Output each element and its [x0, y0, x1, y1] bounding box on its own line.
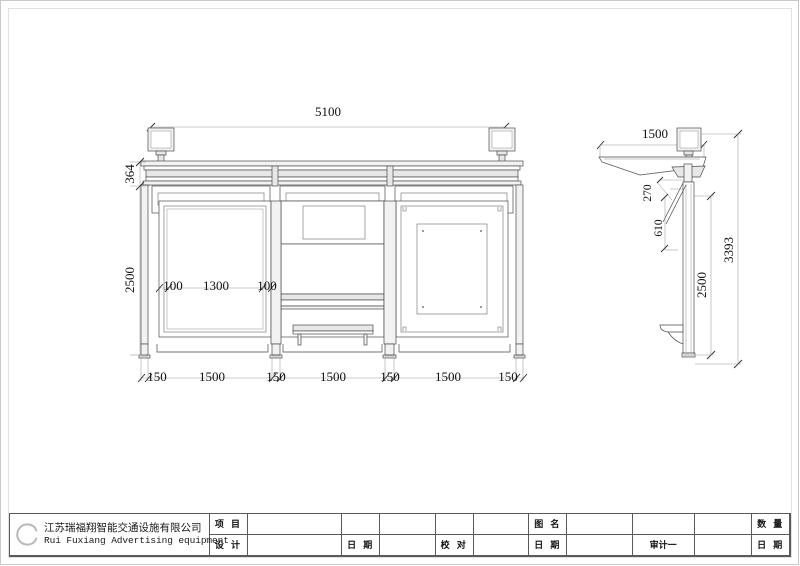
- dim-label-inner-0: 100: [163, 278, 183, 293]
- tb-blank-above-date1: [342, 514, 380, 535]
- tb-label-date3: 日 期: [757, 541, 785, 552]
- center-bay: [280, 200, 385, 346]
- dim-label-canopy-depth: 1500: [642, 126, 668, 141]
- tb-value-design[interactable]: [247, 534, 342, 555]
- bottom-dim-chain: [137, 358, 528, 383]
- dim-label-bottom-5: 1500: [435, 369, 461, 384]
- left-dim-extensions: [130, 157, 150, 356]
- fascia-separators: [271, 165, 394, 187]
- tb-col-drawing-name-value: [567, 514, 633, 555]
- company-name-cn: 江苏瑞福翔智能交通设施有限公司: [44, 522, 202, 534]
- tb-value-date1[interactable]: [380, 534, 435, 555]
- company-identity: 江苏瑞福翔智能交通设施有限公司 Rui Fuxiang Advertising …: [10, 514, 229, 555]
- dim-label-bottom-6: 150: [498, 369, 518, 384]
- tb-col-audit: 审计一: [632, 514, 695, 555]
- dim-overall-width: [146, 122, 510, 140]
- bottom-apron: [156, 344, 511, 353]
- tb-col-project-design-values: [247, 514, 343, 555]
- dim-label-bottom-0: 150: [147, 369, 167, 384]
- tb-blank-above-date1-value: [380, 514, 435, 535]
- right-bay-poster-panel: [395, 200, 509, 338]
- tb-label-date1: 日 期: [347, 541, 375, 552]
- dim-label-body-height: 2500: [122, 267, 137, 293]
- company-name-en: Rui Fuxiang Advertising equipment: [44, 535, 229, 547]
- tb-label-design: 设 计: [214, 541, 242, 552]
- dim-label-bottom-2: 150: [266, 369, 286, 384]
- tb-blank-above-check-value: [473, 514, 529, 535]
- front-elevation-geometry: [130, 122, 528, 383]
- tb-col-quantity-date: 数 量 日 期: [752, 514, 791, 555]
- ring-logo-icon: [16, 523, 38, 546]
- tb-blank-above-audit: [632, 514, 694, 535]
- dim-label-total-height: 3393: [721, 237, 736, 263]
- tb-value-audit: 审计一: [649, 541, 677, 552]
- tb-col-check: 校 对: [435, 514, 474, 555]
- tb-label-date2: 日 期: [534, 541, 562, 552]
- side-post: [681, 163, 696, 358]
- tb-label-check: 校 对: [440, 541, 468, 552]
- side-elevation-geometry: [596, 127, 743, 369]
- tb-label-drawing-name: 图 名: [529, 514, 567, 535]
- tb-col-project-design: 项 目 设 计: [210, 514, 248, 555]
- tb-col-date1-value: [380, 514, 436, 555]
- tb-col-date1: 日 期: [342, 514, 381, 555]
- legs-and-base-plates: [138, 343, 526, 359]
- leg-1: [138, 343, 151, 359]
- dimension-labels: 5100 364 2500 100 1300 100 150 1500 150 …: [122, 104, 736, 384]
- side-foot-brace: [659, 324, 684, 345]
- tb-label-project: 项 目: [210, 514, 247, 535]
- leg-3: [382, 343, 397, 359]
- roof-fascia: [140, 160, 524, 186]
- dim-label-inner-2: 100: [257, 278, 277, 293]
- tb-blank-above-audit-value: [694, 514, 752, 535]
- inner-dim-line: [155, 283, 276, 293]
- tb-value-check[interactable]: [473, 534, 529, 555]
- dim-post-height: [694, 191, 716, 360]
- dim-bracket-rise: [656, 176, 684, 201]
- title-block: 江苏瑞福翔智能交通设施有限公司 Rui Fuxiang Advertising …: [9, 513, 791, 557]
- sheet-inner-border: [8, 8, 792, 558]
- dim-label-bracket-rise: 270: [642, 184, 654, 202]
- dim-total-height: [695, 129, 743, 369]
- side-diagonal-brace: [662, 182, 687, 225]
- side-roof-lamp: [676, 127, 702, 165]
- tb-blank-above-check: [435, 514, 473, 535]
- leg-4: [513, 343, 526, 359]
- dim-label-bottom-4: 150: [380, 369, 400, 384]
- dim-label-top-band-height: 364: [122, 164, 137, 184]
- dim-label-bottom-3: 1500: [320, 369, 346, 384]
- tb-value-project[interactable]: [247, 514, 342, 535]
- dim-label-inner-1: 1300: [203, 278, 229, 293]
- tb-value-audit-extra[interactable]: [694, 534, 752, 555]
- tb-col-check-value: [473, 514, 530, 555]
- tb-label-quantity: 数 量: [752, 514, 790, 535]
- tb-col-audit-value: [694, 514, 753, 555]
- roof-lamp-left: [147, 127, 175, 163]
- dim-label-post-height: 2500: [694, 272, 709, 298]
- dim-bracket-drop: [660, 193, 678, 253]
- dim-label-bracket-drop: 610: [653, 219, 665, 237]
- leg-2: [269, 343, 283, 359]
- left-bay-light-box: [158, 200, 272, 338]
- tb-value-date2[interactable]: [567, 534, 632, 555]
- tb-col-drawing-name-date: 图 名 日 期: [529, 514, 568, 555]
- tb-value-drawing-name[interactable]: [567, 514, 632, 535]
- dim-label-overall-width: 5100: [315, 104, 341, 119]
- roof-lamp-right: [488, 127, 516, 163]
- bench: [292, 324, 374, 346]
- dim-label-bottom-1: 1500: [199, 369, 225, 384]
